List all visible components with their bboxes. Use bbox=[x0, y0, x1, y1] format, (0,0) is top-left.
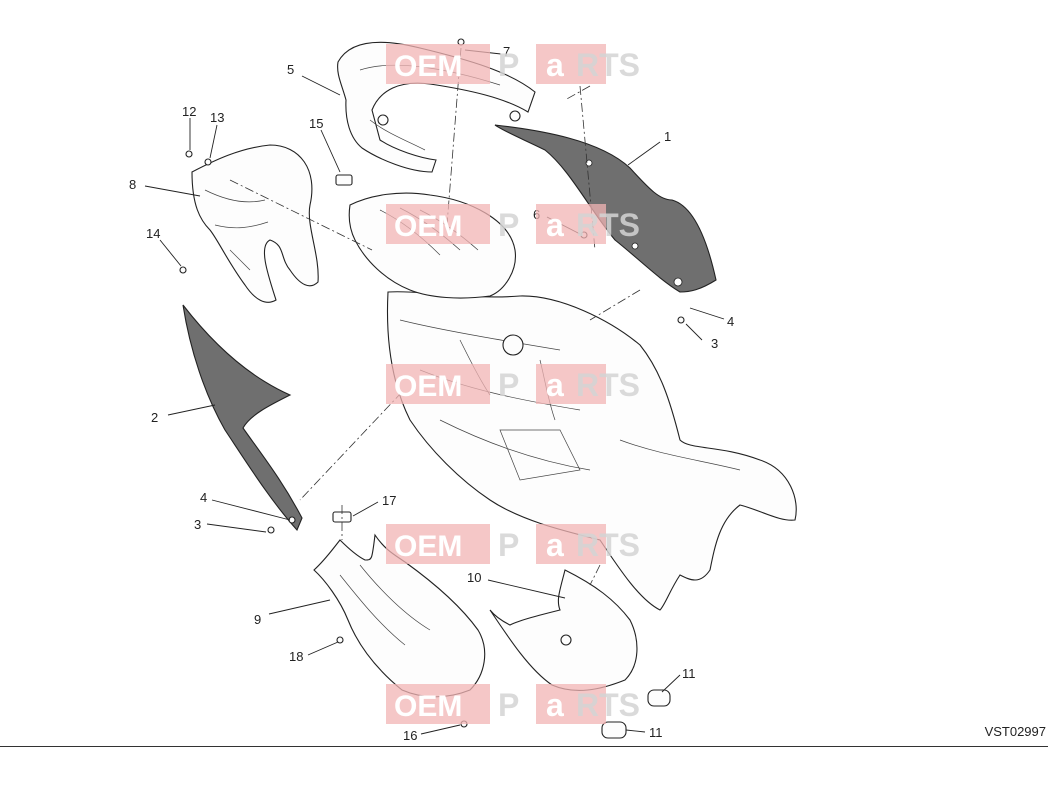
svg-text:a: a bbox=[546, 367, 564, 403]
callout-3-right: 3 bbox=[711, 336, 718, 351]
svg-text:OEM: OEM bbox=[394, 370, 462, 403]
svg-text:OEM: OEM bbox=[394, 530, 462, 563]
svg-text:P: P bbox=[498, 367, 519, 403]
callout-8: 8 bbox=[129, 177, 136, 192]
svg-text:a: a bbox=[546, 687, 564, 723]
callout-1: 1 bbox=[664, 129, 671, 144]
callout-14: 14 bbox=[146, 226, 160, 241]
svg-text:RTS: RTS bbox=[576, 47, 640, 83]
rubber-pad-part bbox=[647, 689, 671, 707]
callout-2: 2 bbox=[151, 410, 158, 425]
leader-lines bbox=[144, 49, 725, 735]
svg-text:P: P bbox=[498, 687, 519, 723]
svg-text:RTS: RTS bbox=[576, 207, 640, 243]
drawing-code: VST02997 bbox=[984, 724, 1046, 739]
callout-9: 9 bbox=[254, 612, 261, 627]
callout-17: 17 bbox=[382, 493, 396, 508]
svg-text:RTS: RTS bbox=[576, 367, 640, 403]
clip-part bbox=[335, 174, 353, 186]
svg-text:RTS: RTS bbox=[576, 687, 640, 723]
callout-11-bottom: 11 bbox=[649, 725, 663, 740]
svg-text:P: P bbox=[498, 207, 519, 243]
undertray-part bbox=[313, 533, 486, 698]
callout-12: 12 bbox=[182, 104, 196, 119]
callout-16: 16 bbox=[403, 728, 417, 743]
lower-cover-part bbox=[489, 569, 638, 691]
watermark-logo: OEM P a RTS OEM P a RTS OEM P a RTS OEM … bbox=[386, 44, 640, 724]
callout-5: 5 bbox=[287, 62, 294, 77]
callout-3-left: 3 bbox=[194, 517, 201, 532]
rear-bracket-part bbox=[191, 144, 319, 303]
svg-text:OEM: OEM bbox=[394, 50, 462, 83]
callout-labels: 1 2 3 3 4 4 5 6 7 8 9 10 11 11 12 13 14 … bbox=[129, 44, 734, 743]
svg-text:OEM: OEM bbox=[394, 210, 462, 243]
side-panel-left-part bbox=[182, 304, 303, 532]
callout-13: 13 bbox=[210, 110, 224, 125]
callout-4-right: 4 bbox=[727, 314, 734, 329]
callout-7: 7 bbox=[503, 44, 510, 59]
svg-text:P: P bbox=[498, 47, 519, 83]
callout-18: 18 bbox=[289, 649, 303, 664]
bottom-rule bbox=[0, 746, 1048, 747]
svg-text:a: a bbox=[546, 527, 564, 563]
svg-text:RTS: RTS bbox=[576, 527, 640, 563]
svg-text:a: a bbox=[546, 207, 564, 243]
svg-text:a: a bbox=[546, 47, 564, 83]
rubber-pad-part bbox=[601, 721, 627, 739]
svg-text:OEM: OEM bbox=[394, 690, 462, 723]
callout-11-top: 11 bbox=[682, 666, 696, 681]
callout-4-left: 4 bbox=[200, 490, 207, 505]
svg-text:P: P bbox=[498, 527, 519, 563]
callout-10: 10 bbox=[467, 570, 481, 585]
callout-15: 15 bbox=[309, 116, 323, 131]
